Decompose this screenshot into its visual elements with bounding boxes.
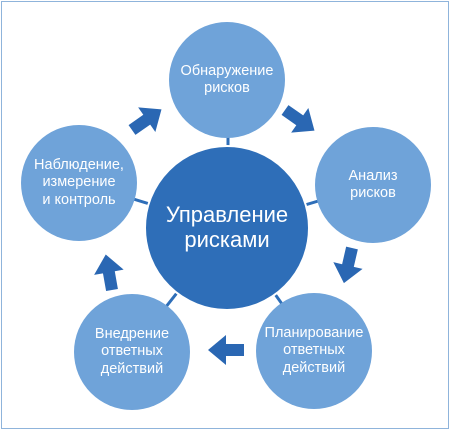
arrow-implementation-to-monitoring	[94, 254, 124, 292]
node-analysis-label: Анализ рисков	[348, 167, 398, 201]
node-monitoring-label: Наблюдение, измерение и контроль	[34, 157, 124, 208]
node-detection-circle	[169, 22, 285, 138]
node-planning-circle	[256, 293, 372, 409]
node-planning-label: Планирование ответных действий	[264, 325, 364, 376]
arrow-analysis-to-planning	[333, 246, 363, 284]
center-label: Управление рисками	[165, 202, 289, 252]
node-implementation-label: Внедрение ответных действий	[94, 326, 170, 377]
node-detection-label: Обнаружение рисков	[180, 62, 274, 96]
arrow-detection-to-analysis	[281, 105, 315, 133]
arrow-planning-to-implementation	[208, 335, 244, 365]
arrow-monitoring-to-detection	[128, 107, 162, 135]
node-implementation-circle	[74, 294, 190, 410]
node-monitoring-circle	[21, 125, 137, 241]
center-circle	[144, 145, 310, 311]
node-analysis-circle	[315, 127, 431, 243]
arrows	[94, 105, 363, 365]
